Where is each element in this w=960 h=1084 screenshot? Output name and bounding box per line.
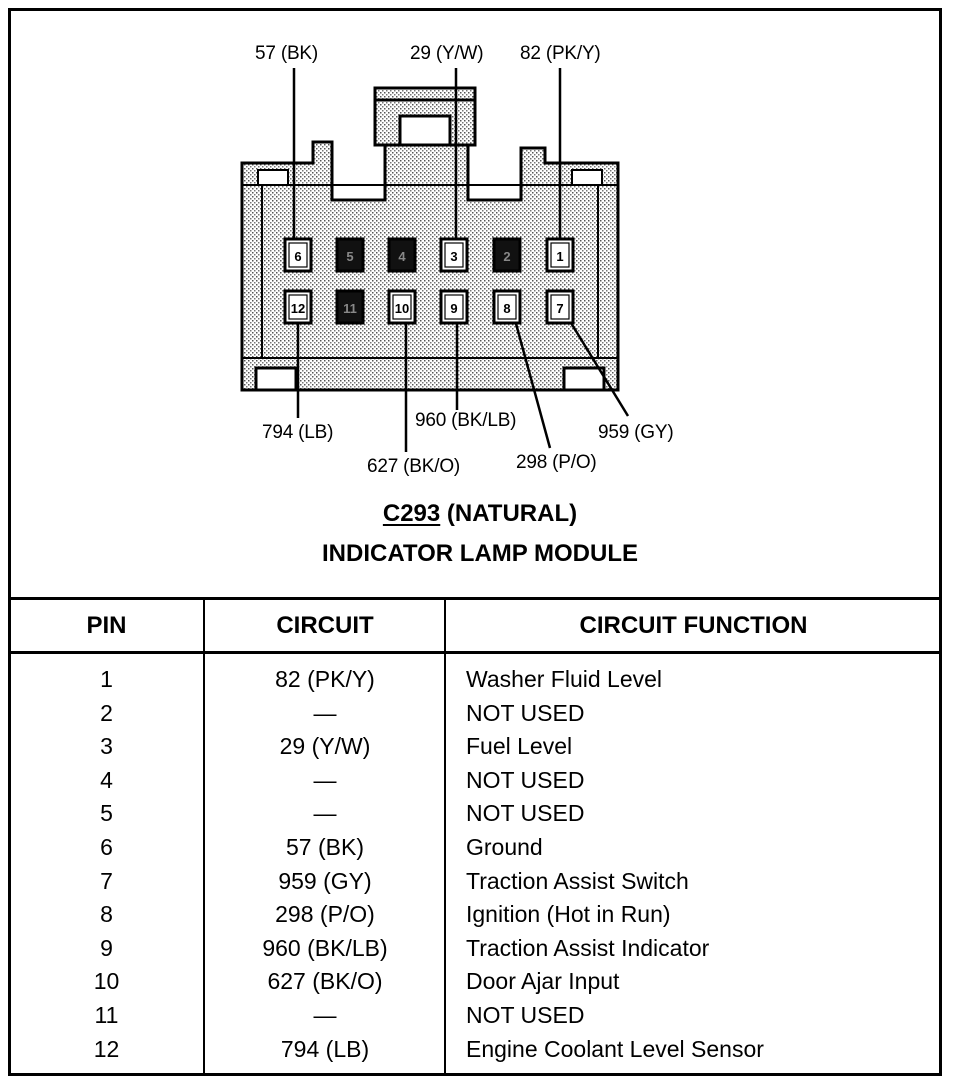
row-circuit: —: [313, 699, 337, 726]
pin-cavity-11: 11: [335, 289, 365, 325]
row-circuit: 627 (BK/O): [267, 968, 383, 995]
pin-number: 12: [291, 301, 305, 316]
row-circuit: 82 (PK/Y): [275, 666, 375, 692]
pin-cavity-5: 5: [335, 237, 365, 273]
table-row: 3 29 (Y/W) Fuel Level: [8, 730, 942, 764]
row-function: Traction Assist Switch: [466, 867, 689, 894]
connector-drawing: 6 5 4 3 2 1 12 11 10 9 8 7: [240, 68, 630, 452]
pin-cavity-6: 6: [283, 237, 313, 273]
diagram-frame: [8, 8, 942, 1076]
wire-label-pin12: 794 (LB): [262, 422, 334, 443]
table-row: 11 — NOT USED: [8, 999, 942, 1033]
table-row: 1 82 (PK/Y) Washer Fluid Level: [8, 663, 942, 697]
table-row: 9 960 (BK/LB) Traction Assist Indicator: [8, 932, 942, 966]
wire-label-pin7: 959 (GY): [598, 422, 674, 443]
table-row: 5 — NOT USED: [8, 797, 942, 831]
header-circuit: CIRCUIT: [276, 612, 374, 639]
table-row: 8 298 (P/O) Ignition (Hot in Run): [8, 898, 942, 932]
row-pin: 3: [100, 733, 113, 760]
wire-label-pin1: 82 (PK/Y): [520, 43, 601, 64]
pin-cavity-7: 7: [545, 289, 575, 325]
pin-number: 10: [395, 301, 409, 316]
row-function: Door Ajar Input: [466, 968, 620, 995]
table-row: 6 57 (BK) Ground: [8, 831, 942, 865]
wire-label-pin6: 57 (BK): [255, 43, 319, 64]
pin-cavity-1: 1: [545, 237, 575, 273]
pin-cavity-4: 4: [387, 237, 417, 273]
pin-cavity-2: 2: [492, 237, 522, 273]
row-function: Ignition (Hot in Run): [466, 901, 671, 928]
pin-number: 2: [503, 249, 510, 264]
row-pin: 10: [93, 968, 120, 995]
row-circuit: 298 (P/O): [275, 901, 375, 928]
row-circuit: 794 (LB): [280, 1035, 370, 1062]
wire-leads: [292, 68, 630, 452]
row-pin: 5: [100, 800, 113, 827]
pin-number: 7: [556, 301, 563, 316]
connector-diagram: 6 5 4 3 2 1 12 11 10 9 8 7 57 (BK) 29 (Y/W) 82 (PK/…: [0, 43, 960, 567]
row-function: NOT USED: [466, 800, 585, 827]
row-function: NOT USED: [466, 766, 585, 793]
row-function: Ground: [466, 834, 543, 860]
pin-cavity-8: 8: [492, 289, 522, 325]
pin-number: 3: [450, 249, 457, 264]
pin-number: 5: [346, 249, 353, 264]
connector-code: C293: [382, 500, 441, 527]
row-circuit: —: [313, 766, 337, 793]
pin-cavity-10: 10: [387, 289, 417, 325]
table-row: 10 627 (BK/O) Door Ajar Input: [8, 965, 942, 999]
row-function: Washer Fluid Level: [466, 666, 663, 692]
row-circuit: —: [313, 800, 337, 827]
row-circuit: 57 (BK): [286, 834, 364, 860]
table-row: 12 794 (LB) Engine Coolant Level Sensor: [8, 1033, 942, 1067]
row-pin: 4: [100, 766, 113, 793]
row-pin: 6: [100, 834, 113, 860]
row-function: Fuel Level: [466, 733, 573, 760]
pin-cavity-12: 12: [283, 289, 313, 325]
pin-number: 1: [556, 249, 563, 264]
table-row: 4 — NOT USED: [8, 764, 942, 798]
row-circuit: 960 (BK/LB): [262, 934, 388, 961]
pin-cavity-3: 3: [439, 237, 469, 273]
table-row: 2 — NOT USED: [8, 697, 942, 731]
row-function: NOT USED: [466, 1002, 585, 1028]
row-function: Traction Assist Indicator: [466, 934, 710, 961]
pin-cavity-9: 9: [439, 289, 469, 325]
row-pin: 7: [100, 867, 113, 894]
connector-color: (NATURAL): [440, 500, 578, 527]
pin-number: 4: [398, 249, 406, 264]
header-function: CIRCUIT FUNCTION: [579, 612, 808, 639]
wire-label-pin3: 29 (Y/W): [410, 43, 484, 64]
row-circuit: 959 (GY): [278, 867, 372, 894]
connector-title: C293 (NATURAL): [0, 500, 960, 528]
row-circuit: 29 (Y/W): [279, 733, 371, 760]
table-row: 7 959 (GY) Traction Assist Switch: [8, 865, 942, 899]
pin-number: 11: [343, 301, 357, 316]
row-pin: 9: [100, 934, 113, 961]
pin-number: 6: [294, 249, 301, 264]
module-name: INDICATOR LAMP MODULE: [322, 540, 638, 567]
row-pin: 12: [93, 1035, 120, 1062]
row-function: NOT USED: [466, 699, 585, 726]
wire-label-pin9: 960 (BK/LB): [415, 410, 517, 431]
row-pin: 11: [94, 1002, 119, 1028]
row-circuit: —: [313, 1002, 337, 1028]
wire-label-pin10: 627 (BK/O): [367, 456, 461, 477]
row-pin: 2: [100, 699, 113, 726]
row-pin: 8: [100, 901, 113, 928]
row-function: Engine Coolant Level Sensor: [466, 1035, 764, 1062]
pin-number: 8: [503, 301, 510, 316]
row-pin: 1: [100, 666, 113, 692]
header-pin: PIN: [86, 612, 127, 639]
pin-number: 9: [450, 301, 457, 316]
wire-label-pin8: 298 (P/O): [516, 452, 597, 473]
